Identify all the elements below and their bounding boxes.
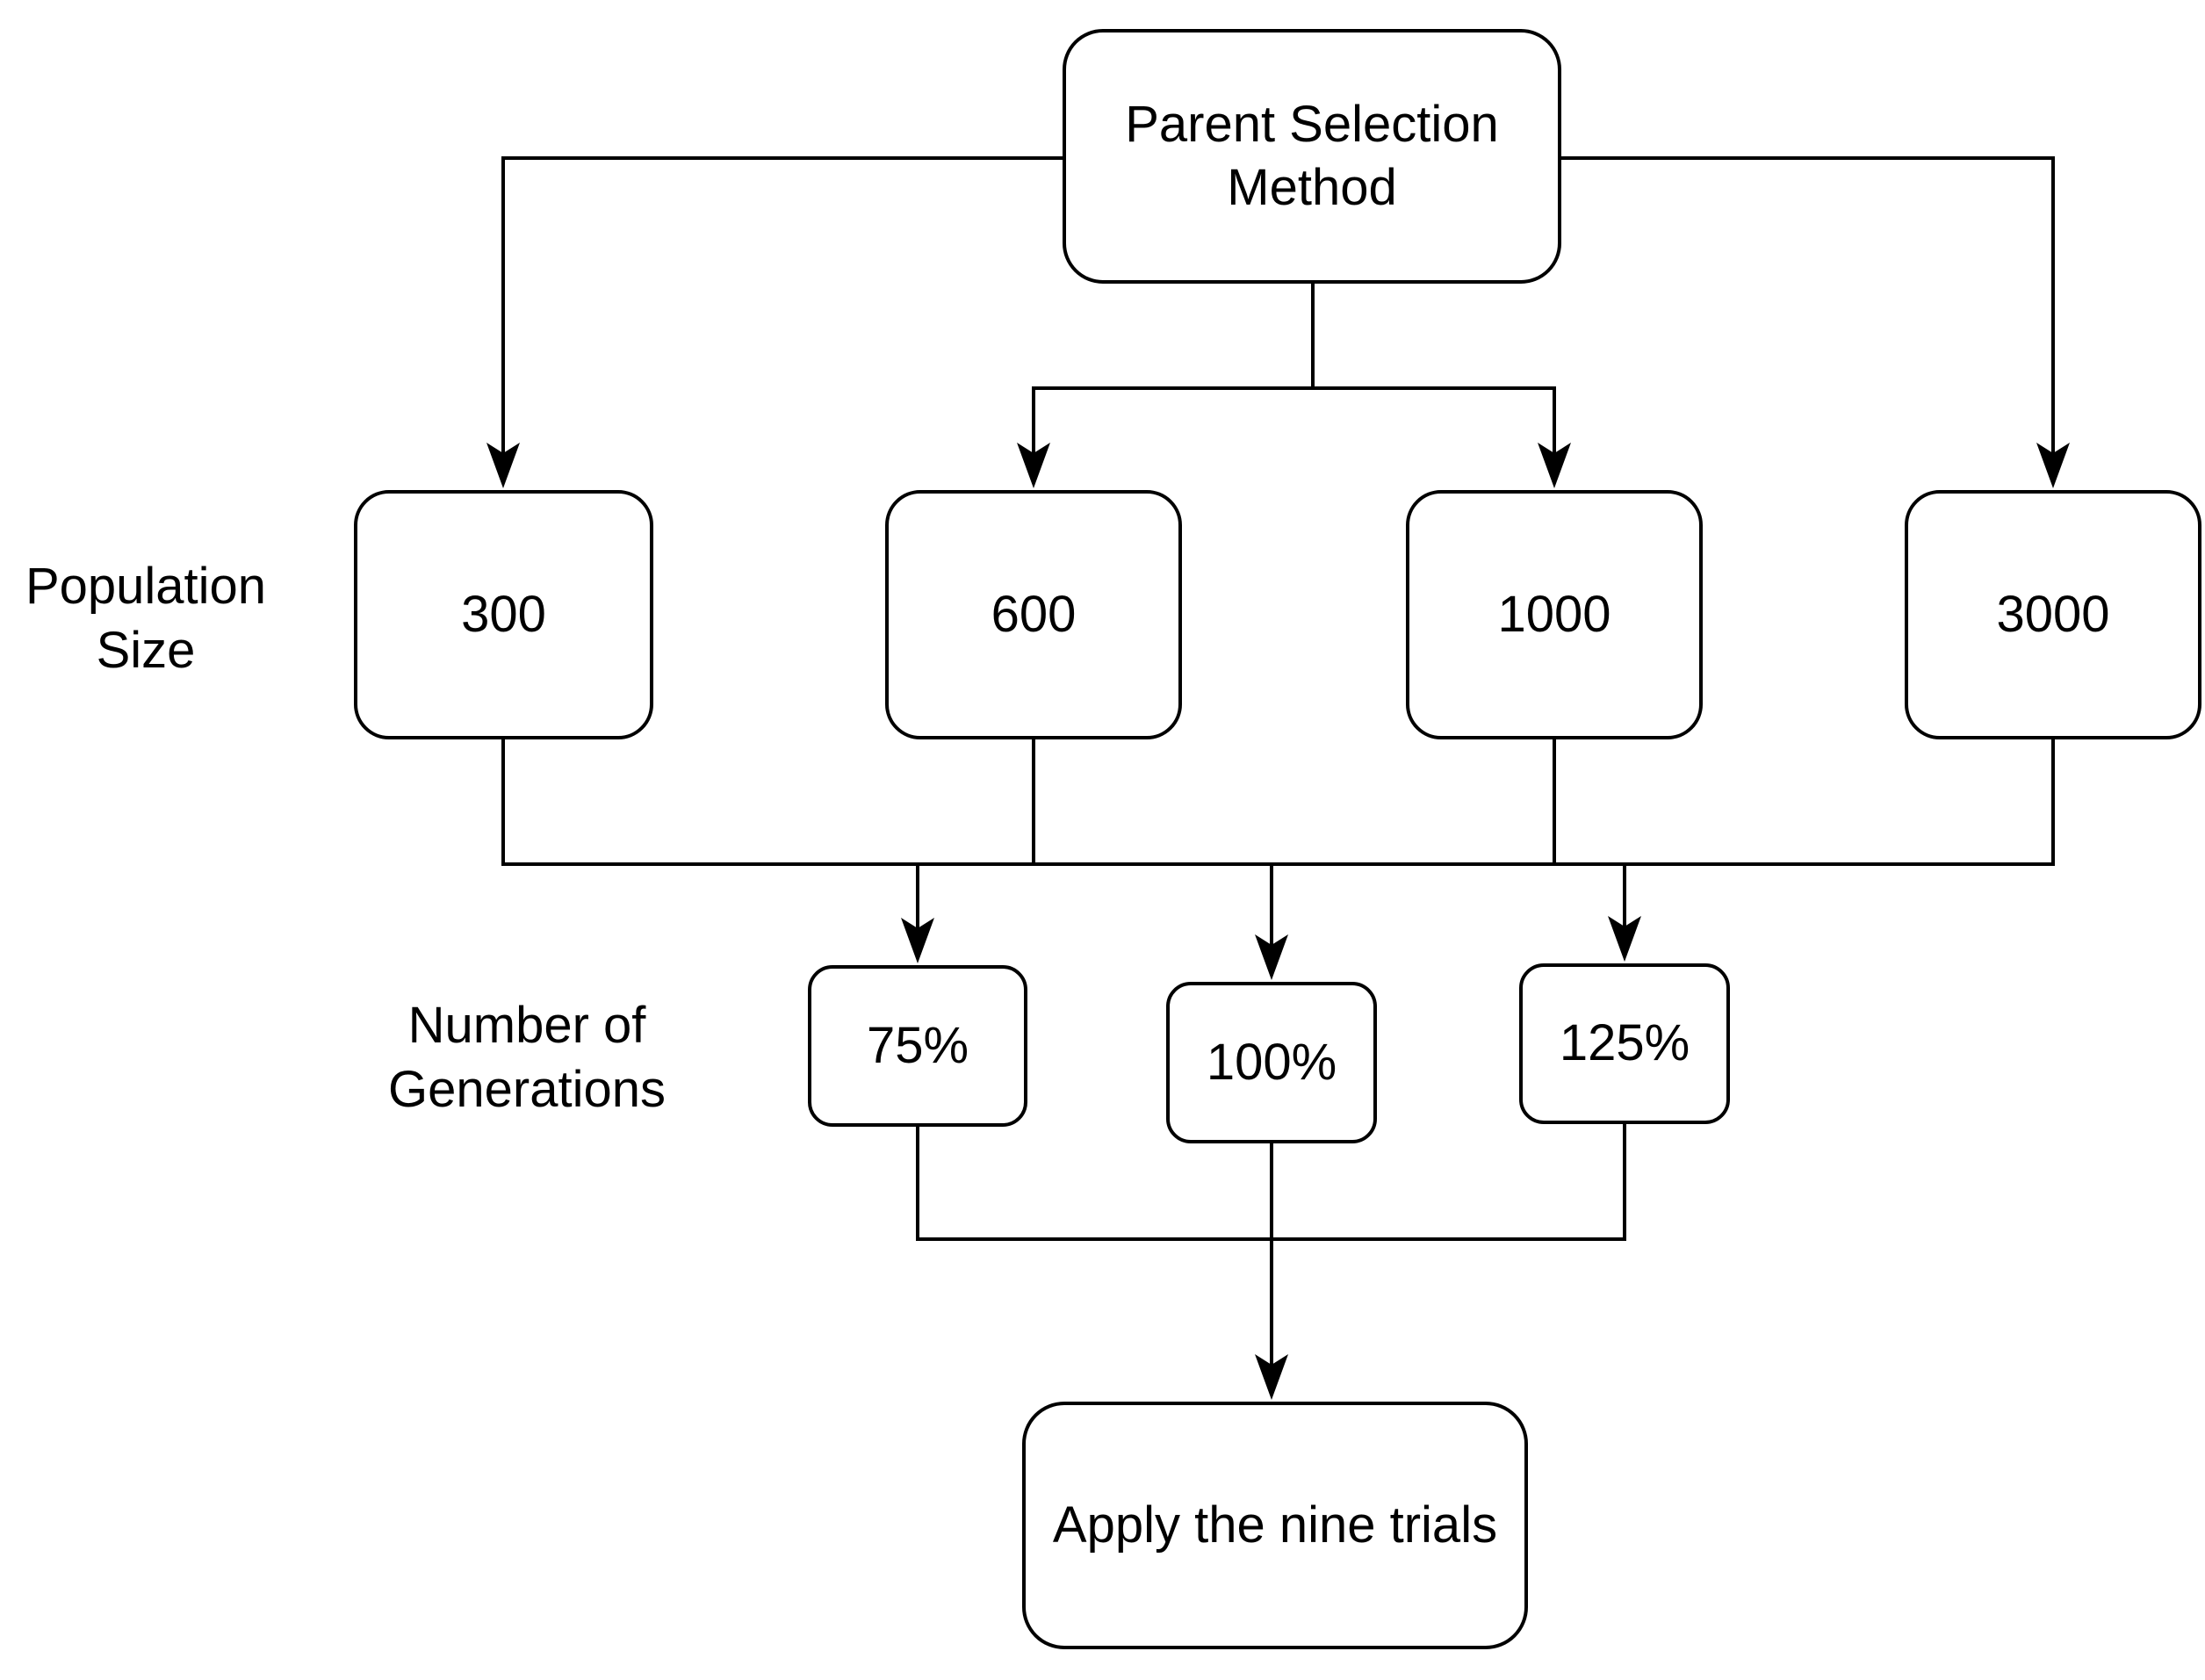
arrowhead xyxy=(486,443,520,488)
arrowhead xyxy=(2036,443,2070,488)
connector-root-to-300 xyxy=(501,156,1064,453)
node-label: 1000 xyxy=(1497,585,1611,643)
node-label: 600 xyxy=(991,585,1077,643)
node-generations-100: 100% xyxy=(1166,982,1377,1143)
row-label-text: Number of Generations xyxy=(388,997,666,1118)
node-population-600: 600 xyxy=(885,490,1182,739)
node-label: 100% xyxy=(1206,1033,1337,1091)
node-apply-nine-trials: Apply the nine trials xyxy=(1022,1402,1528,1649)
node-label: 300 xyxy=(461,585,546,643)
node-population-3000: 3000 xyxy=(1905,490,2201,739)
node-label: Apply the nine trials xyxy=(1052,1496,1498,1554)
arrowhead xyxy=(1608,916,1641,962)
node-label: 3000 xyxy=(1996,585,2110,643)
arrowhead xyxy=(901,918,934,963)
node-parent-selection-method: Parent Selection Method xyxy=(1063,29,1561,284)
row-label-text: Population Size xyxy=(25,558,267,679)
node-generations-75: 75% xyxy=(808,965,1027,1127)
arrowhead xyxy=(1255,1354,1288,1400)
node-label: 125% xyxy=(1559,1014,1690,1072)
row-label-population-size: Population Size xyxy=(5,555,286,682)
node-population-300: 300 xyxy=(354,490,653,739)
node-label: 75% xyxy=(866,1016,969,1074)
node-population-1000: 1000 xyxy=(1406,490,1703,739)
row-label-number-of-generations: Number of Generations xyxy=(378,994,676,1121)
node-generations-125: 125% xyxy=(1519,963,1730,1124)
node-label: Parent Selection Method xyxy=(1125,95,1499,217)
connector-root-to-3000 xyxy=(1560,156,2055,453)
arrowhead xyxy=(1538,443,1571,488)
arrowhead xyxy=(1017,443,1050,488)
arrowhead xyxy=(1255,934,1288,980)
